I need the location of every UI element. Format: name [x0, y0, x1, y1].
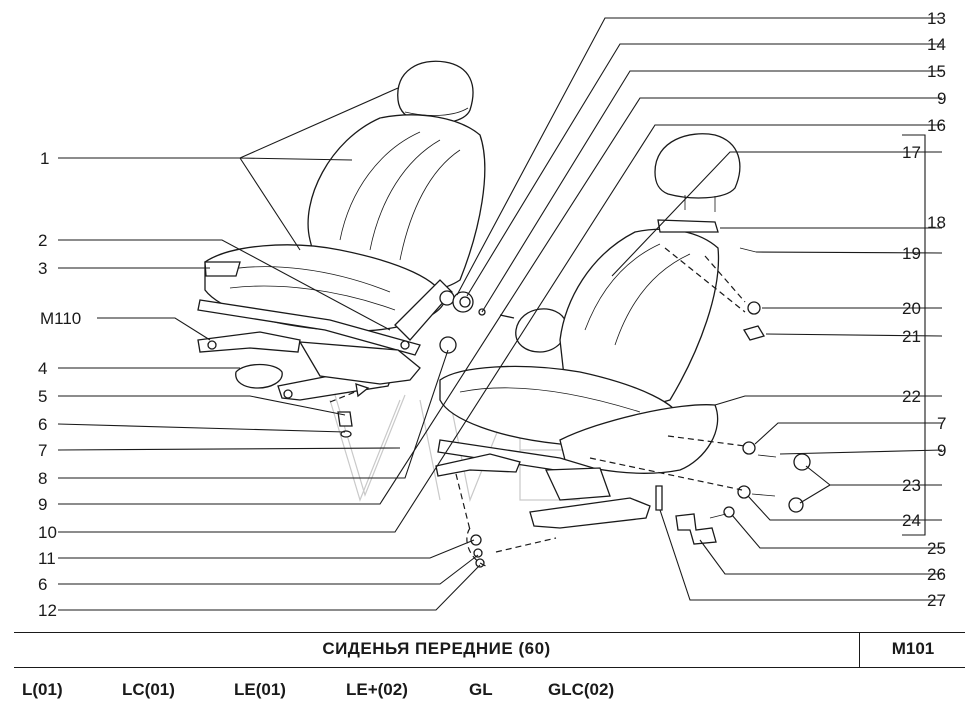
- callout-label: 27: [927, 591, 946, 610]
- callout-label: 10: [38, 523, 57, 542]
- callout-label: 9: [937, 441, 946, 460]
- variant-label: GLC(02): [548, 680, 615, 699]
- callout-label: 25: [927, 539, 946, 558]
- callout-label: 6: [38, 575, 47, 594]
- variant-label: LE(01): [234, 680, 286, 699]
- callout-label: M110: [40, 309, 81, 328]
- left-seat: [197, 60, 568, 438]
- variant-label: GL: [469, 680, 493, 699]
- callout-label: 3: [38, 259, 47, 278]
- callout-label: 22: [902, 387, 921, 406]
- callout-label: 23: [902, 476, 921, 495]
- callout-label: 20: [902, 299, 921, 318]
- callout-label: 11: [38, 549, 56, 568]
- callout-label: 18: [927, 213, 946, 232]
- callout-label: 15: [927, 62, 946, 81]
- variant-label: L(01): [22, 680, 63, 699]
- callout-label: 19: [902, 244, 921, 263]
- callout-label: 9: [38, 495, 47, 514]
- callout-label: 2: [38, 231, 47, 250]
- page-title: СИДЕНЬЯ ПЕРЕДНИЕ (60): [322, 639, 551, 658]
- seat-assembly-diagram: 1 2 3 M110 4 5 6 7 8 9 10 11 6 12 13 14 …: [38, 9, 946, 620]
- title-bar: СИДЕНЬЯ ПЕРЕДНИЕ (60) M101: [14, 632, 965, 668]
- callout-label: 4: [38, 359, 47, 378]
- page-code-cell: M101: [859, 633, 965, 667]
- callout-label: 16: [927, 116, 946, 135]
- right-leaders: [456, 17, 943, 601]
- callout-label: 12: [38, 601, 57, 620]
- callout-bracket: [902, 134, 926, 536]
- watermark: [329, 394, 580, 503]
- callout-label: 14: [927, 35, 946, 54]
- callout-label: 26: [927, 565, 946, 584]
- callout-label: 7: [38, 441, 47, 460]
- callout-label: 9: [937, 89, 946, 108]
- callout-label: 6: [38, 415, 47, 434]
- page-code: M101: [891, 639, 935, 658]
- callout-label: 21: [902, 327, 921, 346]
- callout-label: 7: [937, 414, 946, 433]
- variant-label: LE+(02): [346, 680, 408, 699]
- right-seat: [435, 133, 811, 568]
- callout-label: 24: [902, 511, 921, 530]
- left-leaders: [57, 87, 942, 611]
- callout-label: 8: [38, 469, 47, 488]
- callout-label: 17: [902, 143, 921, 162]
- callout-label: 1: [40, 149, 49, 168]
- variant-label: LC(01): [122, 680, 175, 699]
- variant-list: L(01) LC(01) LE(01) LE+(02) GL GLC(02): [0, 680, 965, 710]
- callout-label: 5: [38, 387, 47, 406]
- callout-label: 13: [927, 9, 946, 28]
